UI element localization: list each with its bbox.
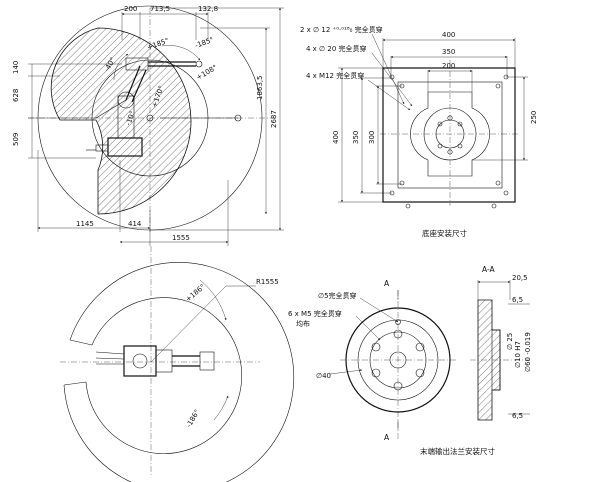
dim-bottom-3: 1555 (172, 234, 190, 242)
dim-bottom-1: 1145 (76, 220, 94, 228)
section-mark-top: A (384, 279, 390, 288)
flange-dim-5: ∅60 -0.019 (524, 332, 532, 372)
flange-section-view: A-A 20,5 6,5 ∅ 25 ∅10 H7 ∅60 -0.019 6,5 (470, 265, 532, 421)
robot-arm-top (95, 345, 215, 377)
top-angle-2: -186° (185, 408, 202, 429)
top-angle-1: +186° (184, 283, 207, 304)
robot-arm-side (86, 57, 242, 157)
dim-right-2: 2687 (270, 110, 278, 128)
base-dim-left-1: 400 (332, 131, 340, 144)
dim-right-1: 1863,5 (256, 76, 264, 101)
base-dim-left-2: 350 (352, 131, 360, 144)
dim-bottom-2: 414 (128, 220, 142, 228)
dim-left-1: 140 (12, 61, 20, 74)
top-workspace-ring (63, 262, 295, 482)
workspace-hatched-area (50, 27, 192, 215)
flange-front-view: A A ∅5完全贯穿 6 x M5 完全贯穿 均布 ∅40 末端输出法兰安装尺寸 (288, 279, 495, 456)
flange-dim-3: ∅ 25 (506, 333, 514, 350)
base-caption: 底座安装尺寸 (422, 228, 467, 238)
top-view-radius: R1555 (256, 278, 279, 286)
base-dim-top-3: 200 (442, 62, 455, 70)
base-dim-top-1: 400 (442, 31, 455, 39)
flange-hole-2: 6 x M5 完全贯穿 (288, 309, 342, 318)
flange-dia: ∅40 (316, 372, 331, 380)
dim-top-1: 200 (124, 5, 137, 13)
base-mounting-view: 2 x ∅ 12 ⁺⁰·⁰¹⁸₀ 完全贯穿 4 x ∅ 20 完全贯穿 4 x … (300, 25, 538, 238)
section-title: A-A (482, 265, 496, 274)
flange-hole-1: ∅5完全贯穿 (318, 291, 357, 300)
base-hole-3: 4 x M12 完全贯穿 (306, 71, 364, 80)
side-workspace-view: 200 713,5 132,8 +185° -185° -40° +108° +… (12, 5, 284, 246)
base-dim-right: 250 (530, 111, 538, 124)
top-workspace-view: R1555 +186° -186° (60, 246, 295, 482)
base-hole-1: 2 x ∅ 12 ⁺⁰·⁰¹⁸₀ 完全贯穿 (300, 25, 383, 34)
flange-dim-4: ∅10 H7 (514, 341, 522, 368)
angle-2: -185° (194, 36, 215, 50)
base-dim-left-3: 300 (368, 131, 376, 144)
flange-dim-1: 20,5 (512, 274, 528, 282)
base-dim-top-2: 350 (442, 48, 455, 56)
dim-top-2: 713,5 (150, 5, 170, 13)
flange-dim-6: 6,5 (512, 412, 523, 420)
dim-top-3: 132,8 (198, 5, 218, 13)
flange-hole-3: 均布 (296, 319, 310, 328)
flange-caption: 末端输出法兰安装尺寸 (420, 446, 495, 456)
dim-left-3: 509 (12, 133, 20, 146)
section-mark-bottom: A (384, 433, 390, 442)
flange-dim-2: 6,5 (512, 296, 523, 304)
dim-left-2: 628 (12, 89, 20, 102)
angle-4: +108° (195, 63, 219, 81)
base-hole-2: 4 x ∅ 20 完全贯穿 (306, 44, 367, 53)
